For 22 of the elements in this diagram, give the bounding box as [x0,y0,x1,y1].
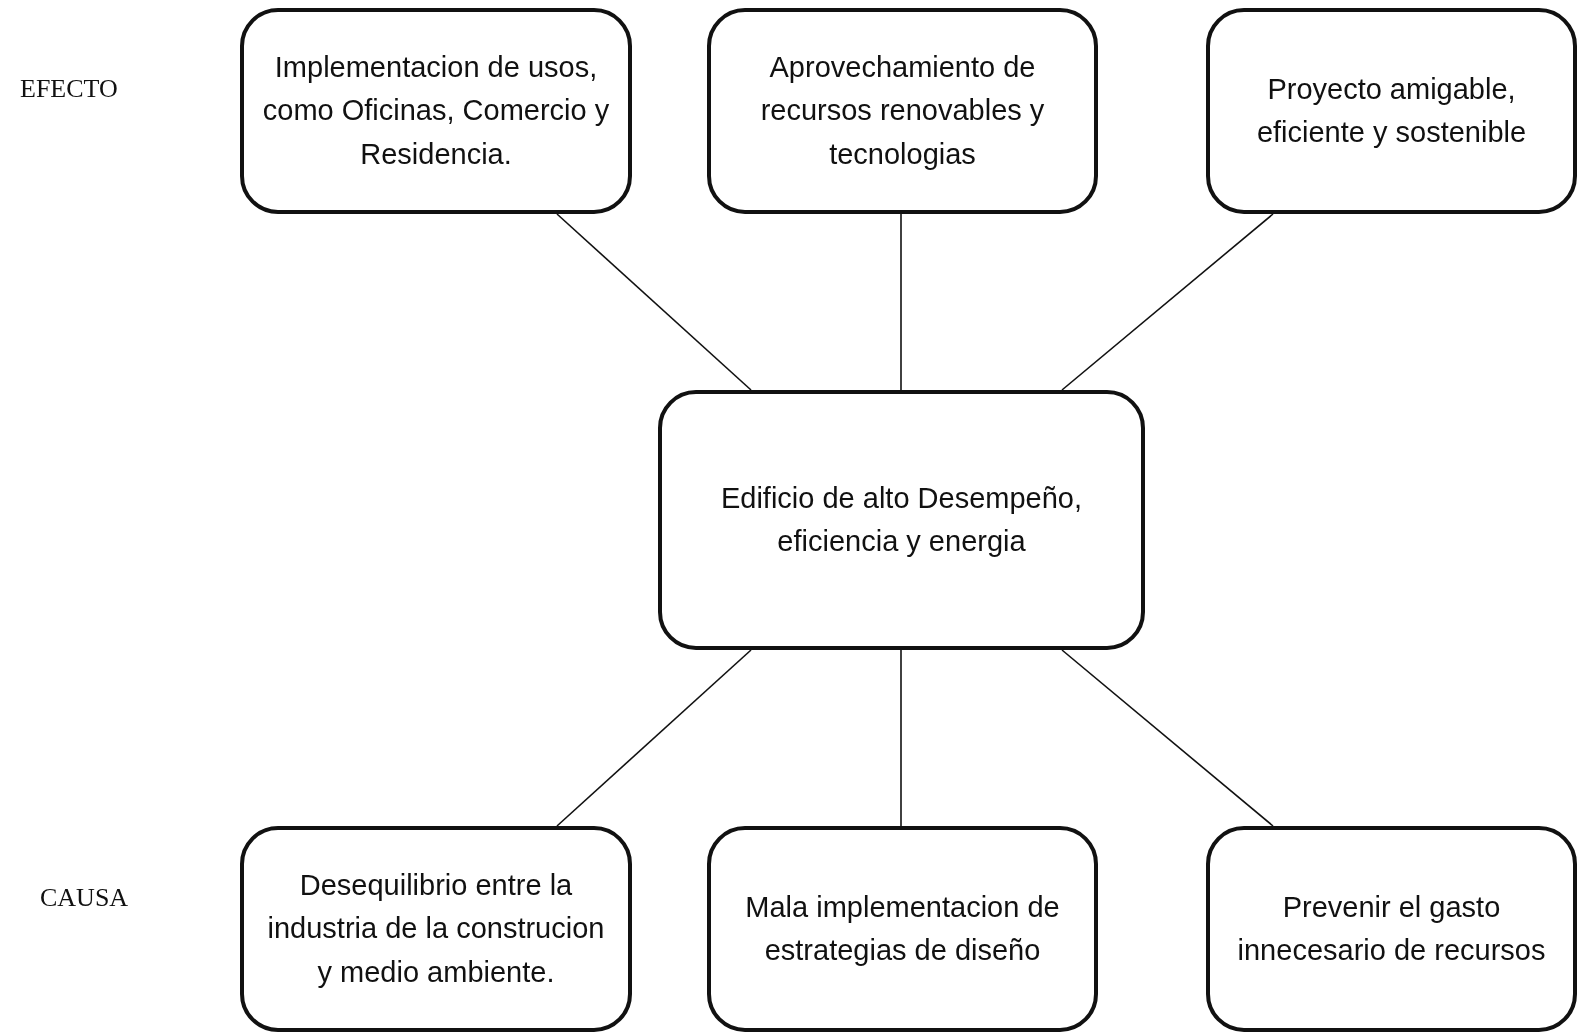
rounded-box [240,8,632,214]
connector-line [556,649,752,827]
connector-line [556,213,752,391]
connector-line [900,213,902,391]
rounded-box [1206,8,1577,214]
rounded-box [707,8,1098,214]
box-text: Implementacion de usos, como Oficinas, Comercio y Residencia. [261,49,611,172]
connector-line [900,649,902,827]
box-text: Mala implementacion de estrategias de diseño [744,889,1061,968]
rounded-box [240,826,632,1032]
box-text: Prevenir el gasto innecesario de recursos [1236,889,1547,968]
connector-line [1061,213,1274,391]
box-text: Edificio de alto Desempeño, eficiencia y energia [719,480,1084,559]
rounded-box [707,826,1098,1032]
rounded-box [1206,826,1577,1032]
connector-line [1061,649,1274,827]
box-text: Aprovechamiento de recursos renovables y tecnologias [759,49,1046,172]
rounded-box [658,390,1145,650]
box-text: Proyecto amigable, eficiente y sostenible [1255,71,1528,150]
row-label: CAUSA [40,883,129,913]
box-text: Desequilibrio entre la industria de la construcion y medio ambiente. [266,867,606,990]
row-label: EFECTO [20,74,118,104]
